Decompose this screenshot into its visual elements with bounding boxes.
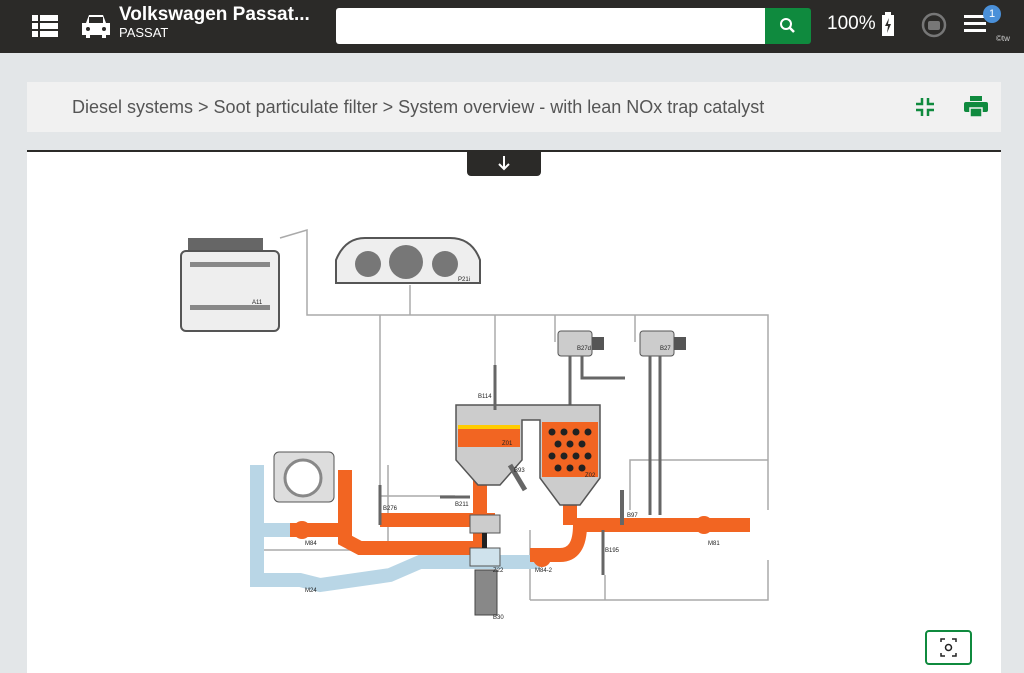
battery-percent: 100%	[827, 13, 876, 34]
label-m24: M24	[305, 588, 317, 594]
watermark: ©tw	[996, 34, 1010, 43]
battery-charging-icon	[882, 12, 894, 36]
instrument-cluster-p21i: P21i	[335, 237, 481, 284]
breadcrumb-item[interactable]: Diesel systems	[72, 97, 194, 117]
label-b195: B195	[605, 548, 620, 554]
ecu-a11: A11	[180, 238, 280, 332]
label-a11: A11	[252, 300, 263, 306]
breadcrumb-item[interactable]: Soot particulate filter	[213, 97, 378, 117]
label-m81: M81	[708, 541, 720, 547]
car-icon	[82, 15, 110, 38]
label-m84: M84	[305, 541, 317, 547]
breadcrumb-separator: >	[198, 97, 209, 117]
vehicle-subtitle: PASSAT	[119, 25, 169, 40]
menu-grid-icon[interactable]	[32, 15, 58, 37]
vehicle-title: Volkswagen Passat...	[119, 4, 310, 25]
label-b27d: B27d	[577, 346, 591, 352]
turbo-and-valves	[293, 365, 713, 616]
label-b97: B97	[627, 513, 638, 519]
search-button[interactable]	[765, 8, 811, 44]
expand-down-button[interactable]	[467, 150, 541, 176]
notifications-menu-icon[interactable]	[964, 15, 986, 33]
fit-to-screen-button[interactable]	[925, 630, 972, 665]
label-b30: B30	[493, 615, 504, 621]
sensors-b27: B27d B27	[557, 330, 686, 515]
label-p21i: P21i	[458, 277, 470, 283]
label-z22: Z22	[493, 568, 504, 574]
label-b276: B276	[383, 506, 398, 512]
label-z02: Z02	[585, 473, 596, 479]
focus-icon	[940, 638, 957, 657]
label-b114: B114	[478, 394, 492, 400]
label-z01: Z01	[502, 441, 513, 447]
top-bar: Volkswagen Passat... PASSAT 100% 1 ©tw	[0, 0, 1024, 53]
breadcrumb-current: System overview - with lean NOx trap cat…	[398, 97, 765, 117]
label-b211: B211	[455, 502, 469, 508]
breadcrumb: Diesel systems>Soot particulate filter>S…	[72, 97, 764, 118]
label-b93: B93	[514, 468, 525, 474]
notification-badge: 1	[983, 5, 1001, 23]
label-b27: B27	[660, 346, 671, 352]
engine-block	[273, 451, 335, 503]
arrow-down-icon	[498, 156, 510, 171]
component-labels: B114 B93 B211 B276 M84 M24 M84-2 Z22 B30…	[305, 394, 720, 621]
breadcrumb-separator: >	[382, 97, 394, 117]
search-input[interactable]	[336, 8, 765, 44]
label-m84-2: M84-2	[535, 568, 553, 574]
vehicle-connection-icon[interactable]	[921, 12, 947, 38]
print-icon[interactable]	[964, 96, 988, 118]
search-icon	[780, 18, 795, 33]
collapse-icon[interactable]	[916, 98, 934, 116]
breadcrumb-bar: Diesel systems>Soot particulate filter>S…	[27, 82, 1001, 132]
